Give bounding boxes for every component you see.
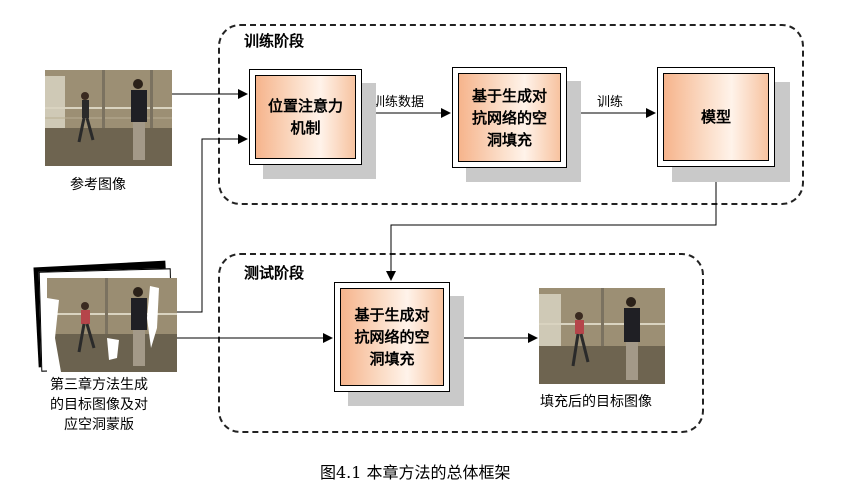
edge-label-train: 训练 xyxy=(597,95,624,110)
reference-image-label: 参考图像 xyxy=(70,177,126,193)
model-block: 模型 xyxy=(657,67,775,167)
filled-result-image xyxy=(539,288,665,384)
test-phase-title: 测试阶段 xyxy=(244,264,305,282)
attention-block-label: 位置注意力 机制 xyxy=(255,75,356,159)
test-phase-box xyxy=(218,253,704,433)
training-phase-title: 训练阶段 xyxy=(244,32,305,50)
training-phase-box xyxy=(218,24,804,205)
train-gan-block-label: 基于生成对 抗网络的空 洞填充 xyxy=(458,73,561,162)
train-gan-block: 基于生成对 抗网络的空 洞填充 xyxy=(452,67,567,168)
edge-label-training-data: 训练数据 xyxy=(372,95,425,110)
test-gan-block-label: 基于生成对 抗网络的空 洞填充 xyxy=(340,288,444,386)
attention-block: 位置注意力 机制 xyxy=(249,69,362,165)
arrow-target-to-attention xyxy=(177,134,248,313)
figure-caption: 图4.1 本章方法的总体框架 xyxy=(320,463,511,482)
model-block-label: 模型 xyxy=(663,73,769,161)
filled-result-label: 填充后的目标图像 xyxy=(540,394,652,410)
arrow-model-to-test-gan xyxy=(386,168,717,281)
target-image xyxy=(47,278,177,372)
test-gan-block: 基于生成对 抗网络的空 洞填充 xyxy=(334,282,450,392)
target-mask-label: 第三章方法生成 的目标图像及对 应空洞蒙版 xyxy=(50,377,148,433)
reference-image xyxy=(45,70,172,166)
